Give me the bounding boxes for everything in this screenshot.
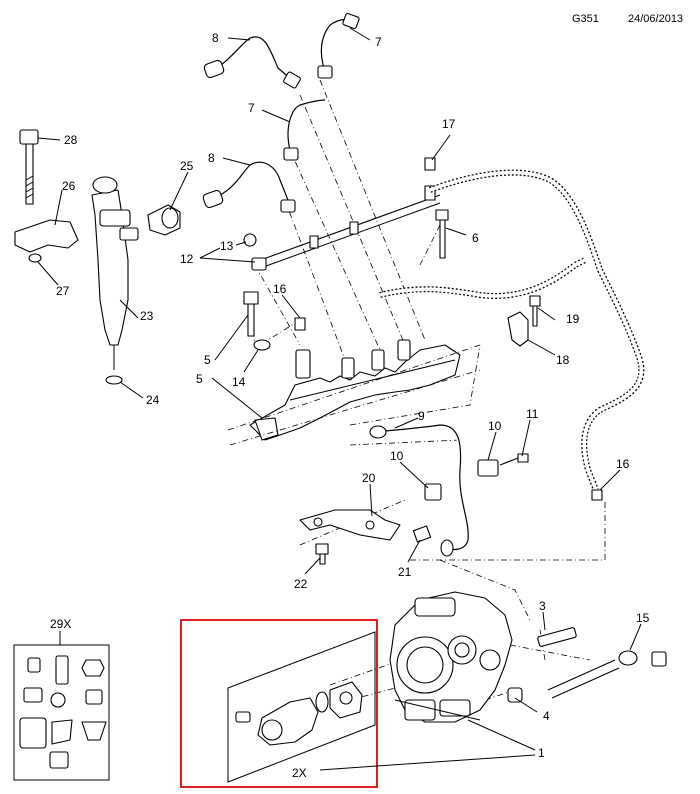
callout-6: 6 — [472, 231, 479, 245]
callout-13: 13 — [220, 239, 234, 253]
callout-24: 24 — [146, 393, 160, 407]
callout-18: 18 — [556, 353, 570, 367]
regulator-inset — [180, 619, 378, 788]
callout-11: 11 — [526, 407, 539, 421]
callout-4: 4 — [543, 709, 550, 723]
callout-8-mid: 8 — [208, 151, 215, 165]
callout-21: 21 — [398, 565, 412, 579]
callout-22: 22 — [294, 577, 308, 591]
callout-7-mid: 7 — [248, 101, 255, 115]
callout-23: 23 — [140, 309, 154, 323]
callout-16-upper: 16 — [273, 282, 287, 296]
callout-25: 25 — [180, 159, 194, 173]
callout-10-left: 10 — [390, 449, 404, 463]
sensor-lead — [369, 422, 529, 557]
pump-bracket — [299, 509, 432, 565]
fuel-rail-assembly — [202, 12, 481, 446]
kit-box-29x — [13, 631, 110, 781]
highlight-frame — [180, 619, 378, 788]
callout-17: 17 — [442, 117, 456, 131]
return-hose — [379, 157, 645, 501]
callout-14: 14 — [232, 375, 246, 389]
injector-assembly — [14, 129, 181, 385]
callout-9: 9 — [418, 409, 425, 423]
callout-15: 15 — [636, 611, 650, 625]
callout-7-top: 7 — [375, 35, 382, 49]
callout-16-lower: 16 — [616, 457, 630, 471]
callout-2x: 2X — [292, 766, 307, 780]
callout-19: 19 — [566, 312, 580, 326]
diagram-date: 24/06/2013 — [628, 13, 683, 25]
leader-lines — [37, 27, 642, 771]
callout-20: 20 — [362, 471, 376, 485]
callout-27: 27 — [56, 284, 70, 298]
callout-1: 1 — [538, 746, 545, 760]
callout-8-top: 8 — [212, 31, 219, 45]
pump-fittings — [507, 627, 667, 703]
high-pressure-pump — [389, 591, 513, 723]
callout-5-lower: 5 — [196, 372, 203, 386]
callout-26: 26 — [62, 179, 76, 193]
callout-5-upper: 5 — [204, 353, 211, 367]
callouts: 8 7 7 8 28 26 27 25 23 24 13 12 17 6 16 … — [50, 31, 650, 780]
callout-10-right: 10 — [488, 419, 502, 433]
callout-12: 12 — [180, 252, 194, 266]
kit-box-label: 29X — [50, 617, 71, 631]
callout-28: 28 — [64, 133, 78, 147]
diagram-code: G351 — [572, 13, 599, 25]
callout-3: 3 — [539, 599, 546, 613]
